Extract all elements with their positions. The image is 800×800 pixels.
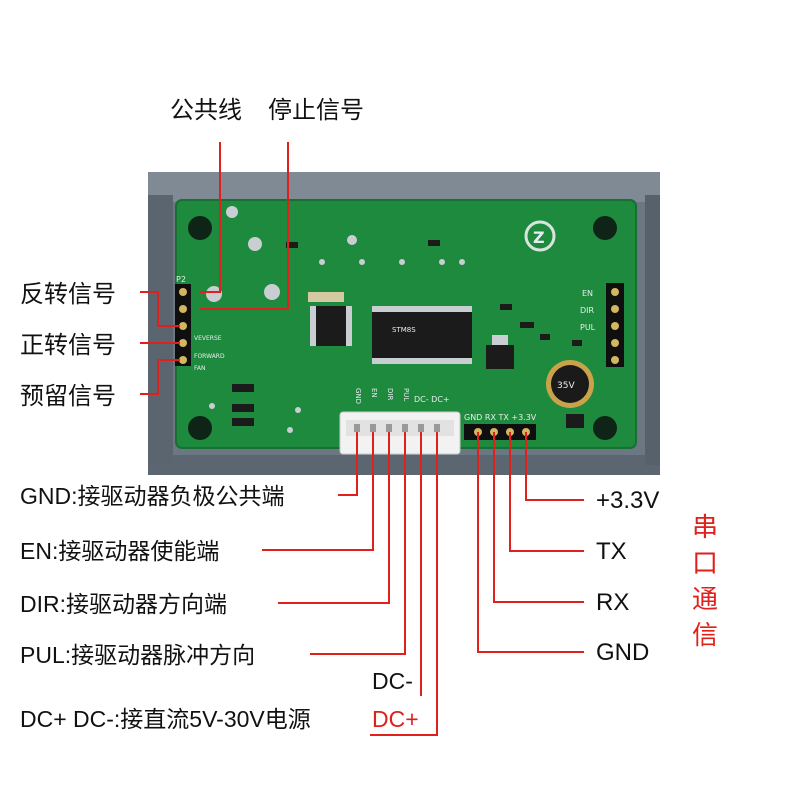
svg-text:EN: EN — [370, 388, 378, 398]
pul-description: PUL:接驱动器脉冲方向 — [20, 642, 256, 668]
dir-description: DIR:接驱动器方向端 — [20, 591, 227, 617]
capacitor: 35V — [546, 360, 594, 408]
svg-text:FAN: FAN — [194, 365, 206, 372]
dc-power-description: DC+ DC-:接直流5V-30V电源 — [20, 706, 311, 732]
svg-text:35V: 35V — [557, 381, 575, 391]
svg-text:STM8S: STM8S — [392, 326, 416, 334]
svg-text:FORWARD: FORWARD — [194, 353, 225, 360]
dc-plus-label: DC+ — [372, 706, 419, 732]
logo-icon: Z — [524, 220, 556, 252]
gnd-pin-label: GND — [596, 639, 650, 666]
rx-pin-label: RX — [596, 589, 630, 616]
tx-pin-label: TX — [596, 538, 627, 565]
svg-text:Z: Z — [533, 228, 545, 247]
svg-text:VEVERSE: VEVERSE — [194, 335, 222, 342]
forward-signal-label: 正转信号 — [20, 331, 116, 359]
reverse-signal-label: 反转信号 — [20, 280, 116, 308]
svg-text:GND RX TX +3.3V: GND RX TX +3.3V — [464, 413, 537, 422]
annotation-lines — [140, 142, 584, 736]
svg-text:PUL: PUL — [580, 323, 596, 332]
stop-signal-label: 停止信号 — [268, 96, 364, 124]
en-description: EN:接驱动器使能端 — [20, 538, 220, 564]
svg-text:GND: GND — [354, 388, 362, 404]
svg-text:DC- DC+: DC- DC+ — [414, 395, 450, 404]
dc-minus-label: DC- — [372, 668, 413, 694]
pcb: Z STM8S 35V — [175, 199, 637, 455]
common-line-label: 公共线 — [170, 96, 242, 124]
v33-pin-label: +3.3V — [596, 487, 660, 514]
reserved-signal-label: 预留信号 — [20, 382, 116, 410]
svg-text:EN: EN — [582, 289, 593, 298]
serial-communication-label: 串口通信 — [691, 513, 718, 651]
svg-text:DIR: DIR — [386, 388, 394, 400]
svg-text:PUL: PUL — [402, 388, 410, 401]
svg-text:DIR: DIR — [580, 306, 595, 315]
gnd-description: GND:接驱动器负极公共端 — [20, 483, 285, 509]
svg-text:P2: P2 — [176, 275, 186, 284]
